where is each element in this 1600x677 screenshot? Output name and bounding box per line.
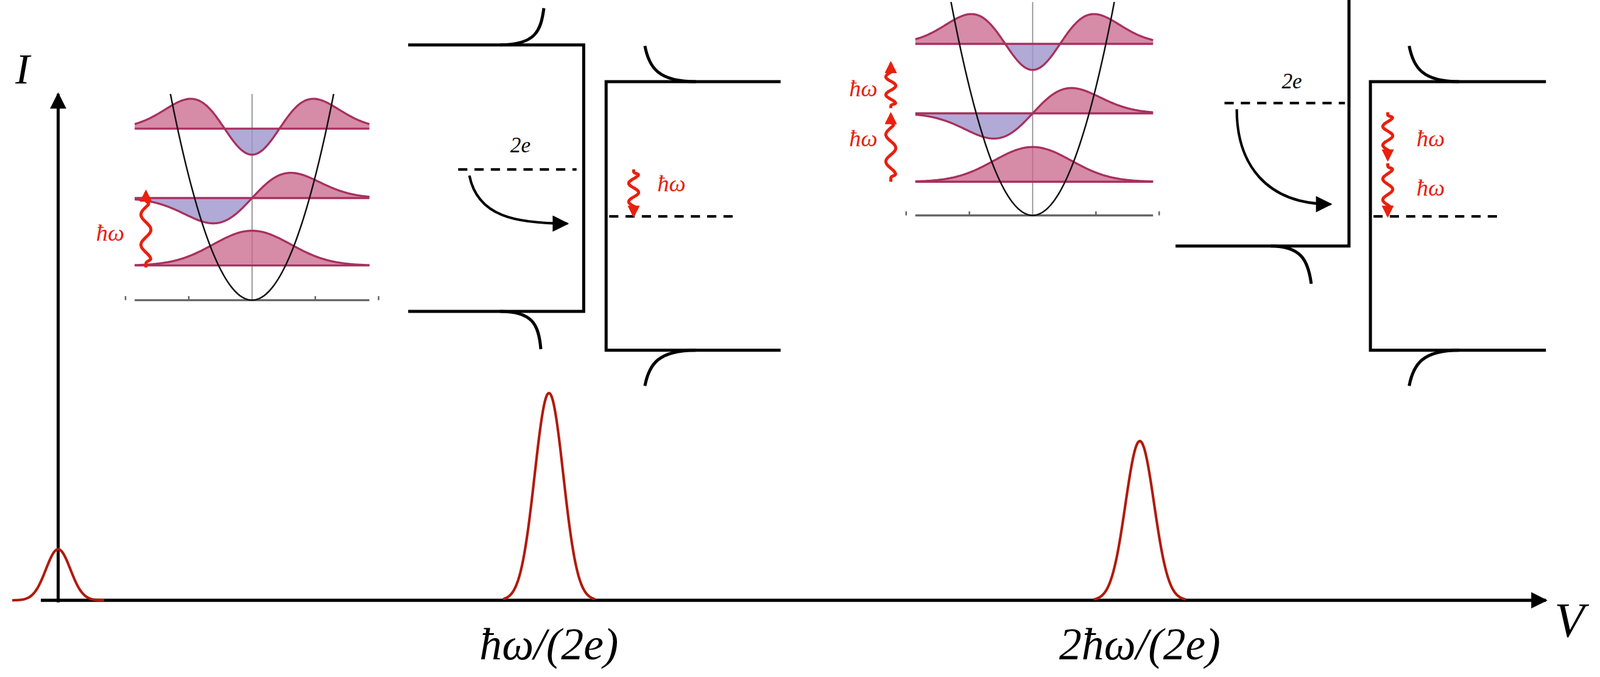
photon xyxy=(885,114,896,183)
tick-label: ħω/(2e) xyxy=(479,622,619,668)
photon-label: ħω xyxy=(849,127,878,152)
axis-label: I xyxy=(15,48,30,91)
axes xyxy=(40,93,1546,602)
current-peaks xyxy=(12,392,1186,600)
photon-label: ħω xyxy=(96,221,125,245)
peak xyxy=(12,548,105,600)
photon-label: ħω xyxy=(1416,176,1445,200)
tunneling-diagram xyxy=(408,7,781,386)
photon xyxy=(1382,163,1393,215)
photon-label: ħω xyxy=(657,171,686,196)
oscillator-inset xyxy=(906,1,1160,215)
charge-label: 2e xyxy=(1281,70,1302,92)
photon-arrows xyxy=(140,63,1393,268)
peak xyxy=(503,392,596,599)
peak xyxy=(1093,440,1186,600)
tick-label: 2ħω/(2e) xyxy=(1059,622,1221,668)
axis-label: V xyxy=(1554,595,1585,645)
photon-label: ħω xyxy=(1416,127,1445,152)
photon xyxy=(140,191,151,268)
charge-label: 2e xyxy=(510,135,531,157)
tunneling-diagram xyxy=(1175,0,1546,386)
photon-label: ħω xyxy=(849,76,878,101)
photon xyxy=(1382,112,1393,159)
oscillator-inset xyxy=(125,93,379,300)
photon xyxy=(628,169,639,215)
photon xyxy=(885,63,896,109)
